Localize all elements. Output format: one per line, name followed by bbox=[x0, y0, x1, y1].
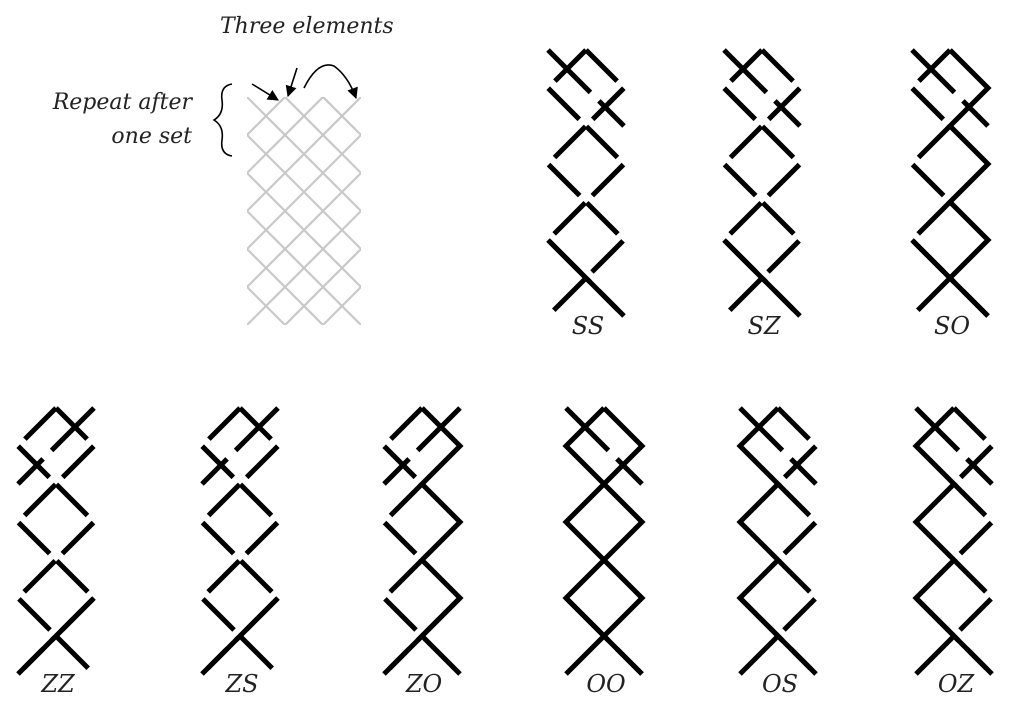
template-strand bbox=[247, 97, 324, 175]
template-strand bbox=[437, 97, 665, 325]
braid-strand-left bbox=[912, 406, 958, 676]
arrow-right-element bbox=[303, 64, 358, 100]
template-strand bbox=[589, 97, 817, 325]
braid-caption-sz: SZ bbox=[747, 312, 781, 340]
repeat-brace bbox=[212, 83, 233, 157]
template-strand bbox=[360, 97, 361, 99]
braid-pattern-so bbox=[908, 48, 992, 318]
braid-pattern-oo bbox=[562, 406, 646, 676]
repeat-note-line1: Repeat after bbox=[52, 90, 192, 115]
arrow-left-element bbox=[251, 83, 279, 101]
braid-strand-right bbox=[774, 406, 820, 676]
braid-strand-left bbox=[736, 406, 782, 676]
braid-caption-so: SO bbox=[933, 312, 971, 340]
braid-pattern-grid bbox=[14, 48, 996, 676]
braid-pattern-oz bbox=[912, 406, 996, 676]
braid-strand-diagonal bbox=[564, 406, 644, 676]
template-strand bbox=[247, 133, 361, 251]
braid-caption-oo: OO bbox=[586, 670, 626, 698]
braid-strand-right bbox=[236, 406, 282, 676]
braid-strand-left bbox=[198, 406, 244, 676]
braid-strand-diagonal bbox=[382, 406, 462, 676]
braid-pattern-zo bbox=[380, 406, 464, 676]
braid-strand-diagonal bbox=[200, 406, 280, 676]
braid-strand-right bbox=[946, 48, 992, 318]
braid-strand-left bbox=[544, 48, 590, 318]
braid-strand-right bbox=[758, 48, 804, 318]
braid-caption-zo: ZO bbox=[405, 670, 443, 698]
braid-caption-zz: ZZ bbox=[41, 670, 75, 698]
braid-strand-diagonal bbox=[722, 48, 802, 318]
braid-pattern-os bbox=[736, 406, 820, 676]
three-elements-arrows bbox=[251, 64, 358, 101]
braid-caption-ss: SS bbox=[571, 312, 605, 340]
template-strand bbox=[284, 247, 361, 325]
template-strand bbox=[360, 323, 361, 325]
template-strand bbox=[0, 97, 19, 325]
braid-strand-left bbox=[908, 48, 954, 318]
repeat-note-line2: one set bbox=[111, 124, 192, 149]
braid-strand-left bbox=[720, 48, 766, 318]
braid-caption-zs: ZS bbox=[225, 670, 259, 698]
braid-strand-right bbox=[600, 406, 646, 676]
three-elements-label: Three elements bbox=[220, 14, 394, 39]
template-strand bbox=[513, 97, 741, 325]
braid-strand-diagonal bbox=[16, 406, 96, 676]
braid-pattern-sz bbox=[720, 48, 804, 318]
braid-strand-diagonal bbox=[738, 406, 818, 676]
braid-strand-diagonal bbox=[910, 48, 990, 318]
braid-caption-oz: OZ bbox=[937, 670, 975, 698]
template-strand bbox=[247, 97, 361, 213]
braid-strand-left bbox=[14, 406, 60, 676]
template-lattice bbox=[0, 97, 817, 325]
repeat-note: Repeat after one set bbox=[30, 86, 192, 154]
braid-strand-right bbox=[418, 406, 464, 676]
braid-caption-os: OS bbox=[761, 670, 799, 698]
braid-strand-right bbox=[582, 48, 628, 318]
braid-strand-right bbox=[52, 406, 98, 676]
arrow-center-element bbox=[285, 67, 298, 98]
template-strand bbox=[551, 97, 779, 325]
braid-pattern-zs bbox=[198, 406, 282, 676]
braid-pattern-ss bbox=[544, 48, 628, 318]
braid-strand-left bbox=[562, 406, 608, 676]
braid-strand-diagonal bbox=[914, 406, 994, 676]
braid-strand-diagonal bbox=[546, 48, 626, 318]
braid-strand-left bbox=[380, 406, 426, 676]
template-strand bbox=[247, 209, 361, 325]
template-strand bbox=[247, 171, 361, 289]
braid-pattern-zz bbox=[14, 406, 98, 676]
braid-strand-right bbox=[950, 406, 996, 676]
